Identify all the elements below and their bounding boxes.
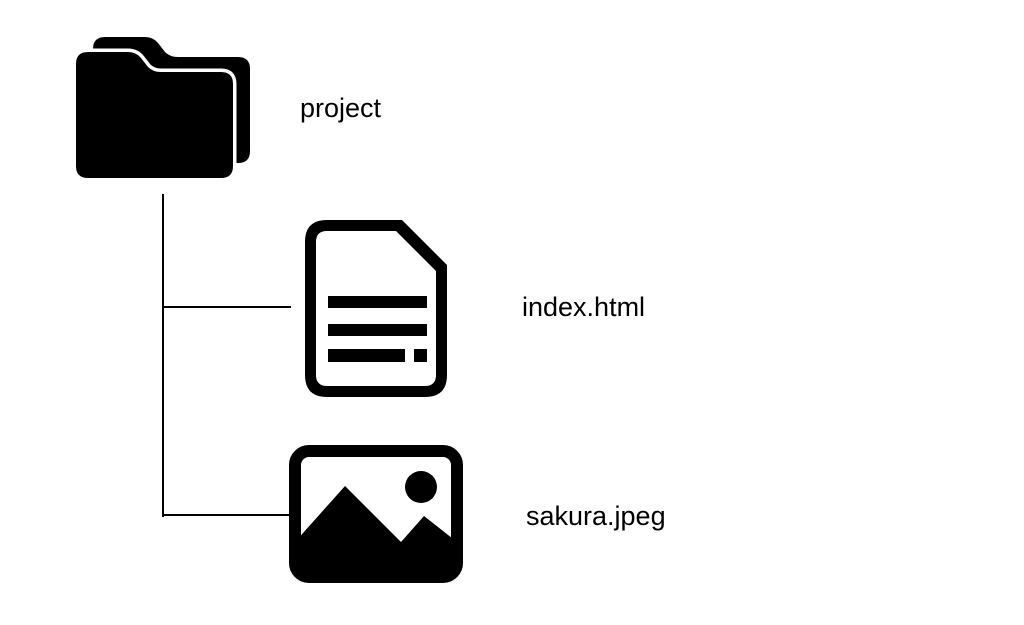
tree-connector-branch-sakura: [162, 514, 289, 516]
tree-node-sakura: [289, 445, 463, 583]
index-html-label: index.html: [522, 292, 646, 322]
tree-node-project: [72, 32, 254, 182]
project-label: project: [300, 93, 382, 123]
sakura-jpeg-label: sakura.jpeg: [526, 501, 666, 531]
tree-connector-vertical: [162, 194, 164, 517]
tree-node-index: [305, 220, 447, 397]
folder-icon: [72, 32, 254, 182]
document-icon: [305, 220, 447, 397]
tree-connector-branch-index: [162, 306, 291, 308]
image-icon: [289, 445, 463, 583]
